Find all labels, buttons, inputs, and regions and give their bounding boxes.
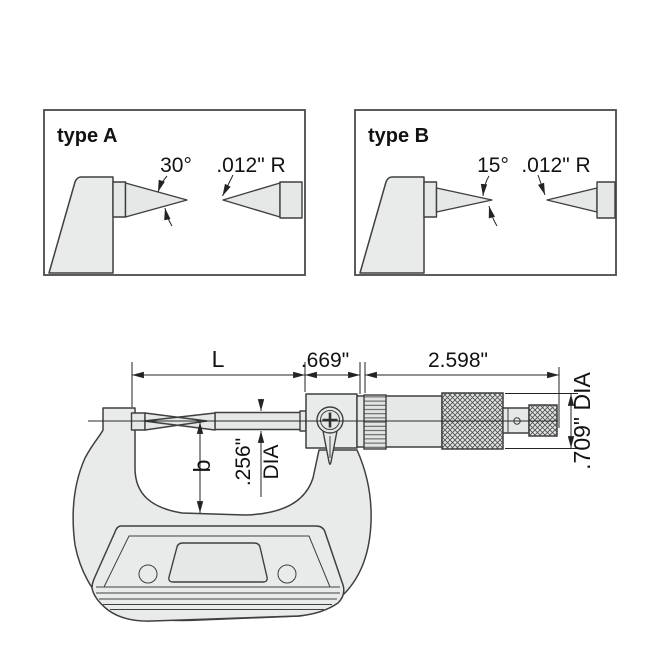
panel-a-radius-label: .012" R (216, 154, 285, 177)
panel-b-anvil-point (435, 187, 493, 213)
grip-recess (168, 542, 268, 583)
panel-a-anvil-shank (112, 181, 127, 218)
grip-hole-left (138, 564, 158, 584)
panel-a-anvil-stand (48, 176, 114, 274)
panel-a-spindle-shank (279, 181, 303, 219)
panel-a-angle-label: 30° (160, 154, 192, 177)
panel-a-title: type A (57, 125, 117, 147)
panel-type-a: type A 30° .012" R (43, 109, 306, 276)
panel-b-anvil-stand (359, 176, 425, 274)
panel-b-angle-leader-lower (488, 205, 498, 227)
panel-b-spindle-shank (596, 181, 616, 219)
extension-lines-dia (505, 393, 578, 449)
panel-b-title: type B (368, 125, 429, 147)
dim-label-spindle-dia-suffix: DIA (260, 444, 283, 479)
panel-a-radius-leader (222, 174, 234, 197)
lock-screw-inner (320, 410, 340, 430)
grip-inner-line (103, 535, 331, 588)
dimensions: L .669" 2.598" .709" DIA .256" DIA b (131, 346, 595, 514)
grip-hole-right (277, 564, 297, 584)
dim-label-thimble-dia: .709" DIA (569, 372, 595, 470)
dim-label-L: L (212, 346, 225, 372)
dim-label-spindle-dia-value: .256" (232, 438, 255, 486)
panel-b-radius-leader (537, 174, 546, 196)
phillips-screw-icon (322, 412, 338, 428)
adjusting-ribs (363, 394, 387, 450)
panel-a-angle-leader-lower (164, 207, 173, 227)
panel-b-radius-label: .012" R (521, 154, 590, 177)
grip-plate-lines (96, 586, 340, 610)
panel-b-angle-leader-upper (480, 175, 490, 197)
panel-b-anvil-shank (423, 181, 438, 218)
main-drawing: L .669" 2.598" .709" DIA .256" DIA b (72, 346, 595, 622)
panel-a-angle-leader-upper (157, 175, 168, 193)
panel-b-angle-label: 15° (477, 154, 509, 177)
grip (91, 525, 345, 622)
dim-label-sleeve: .669" (301, 349, 349, 372)
dim-label-thimble: 2.598" (428, 349, 488, 372)
panel-type-b: type B 15° .012" R (354, 109, 617, 276)
panel-a-anvil-point (124, 182, 188, 218)
dim-label-throat-depth: b (189, 460, 215, 473)
